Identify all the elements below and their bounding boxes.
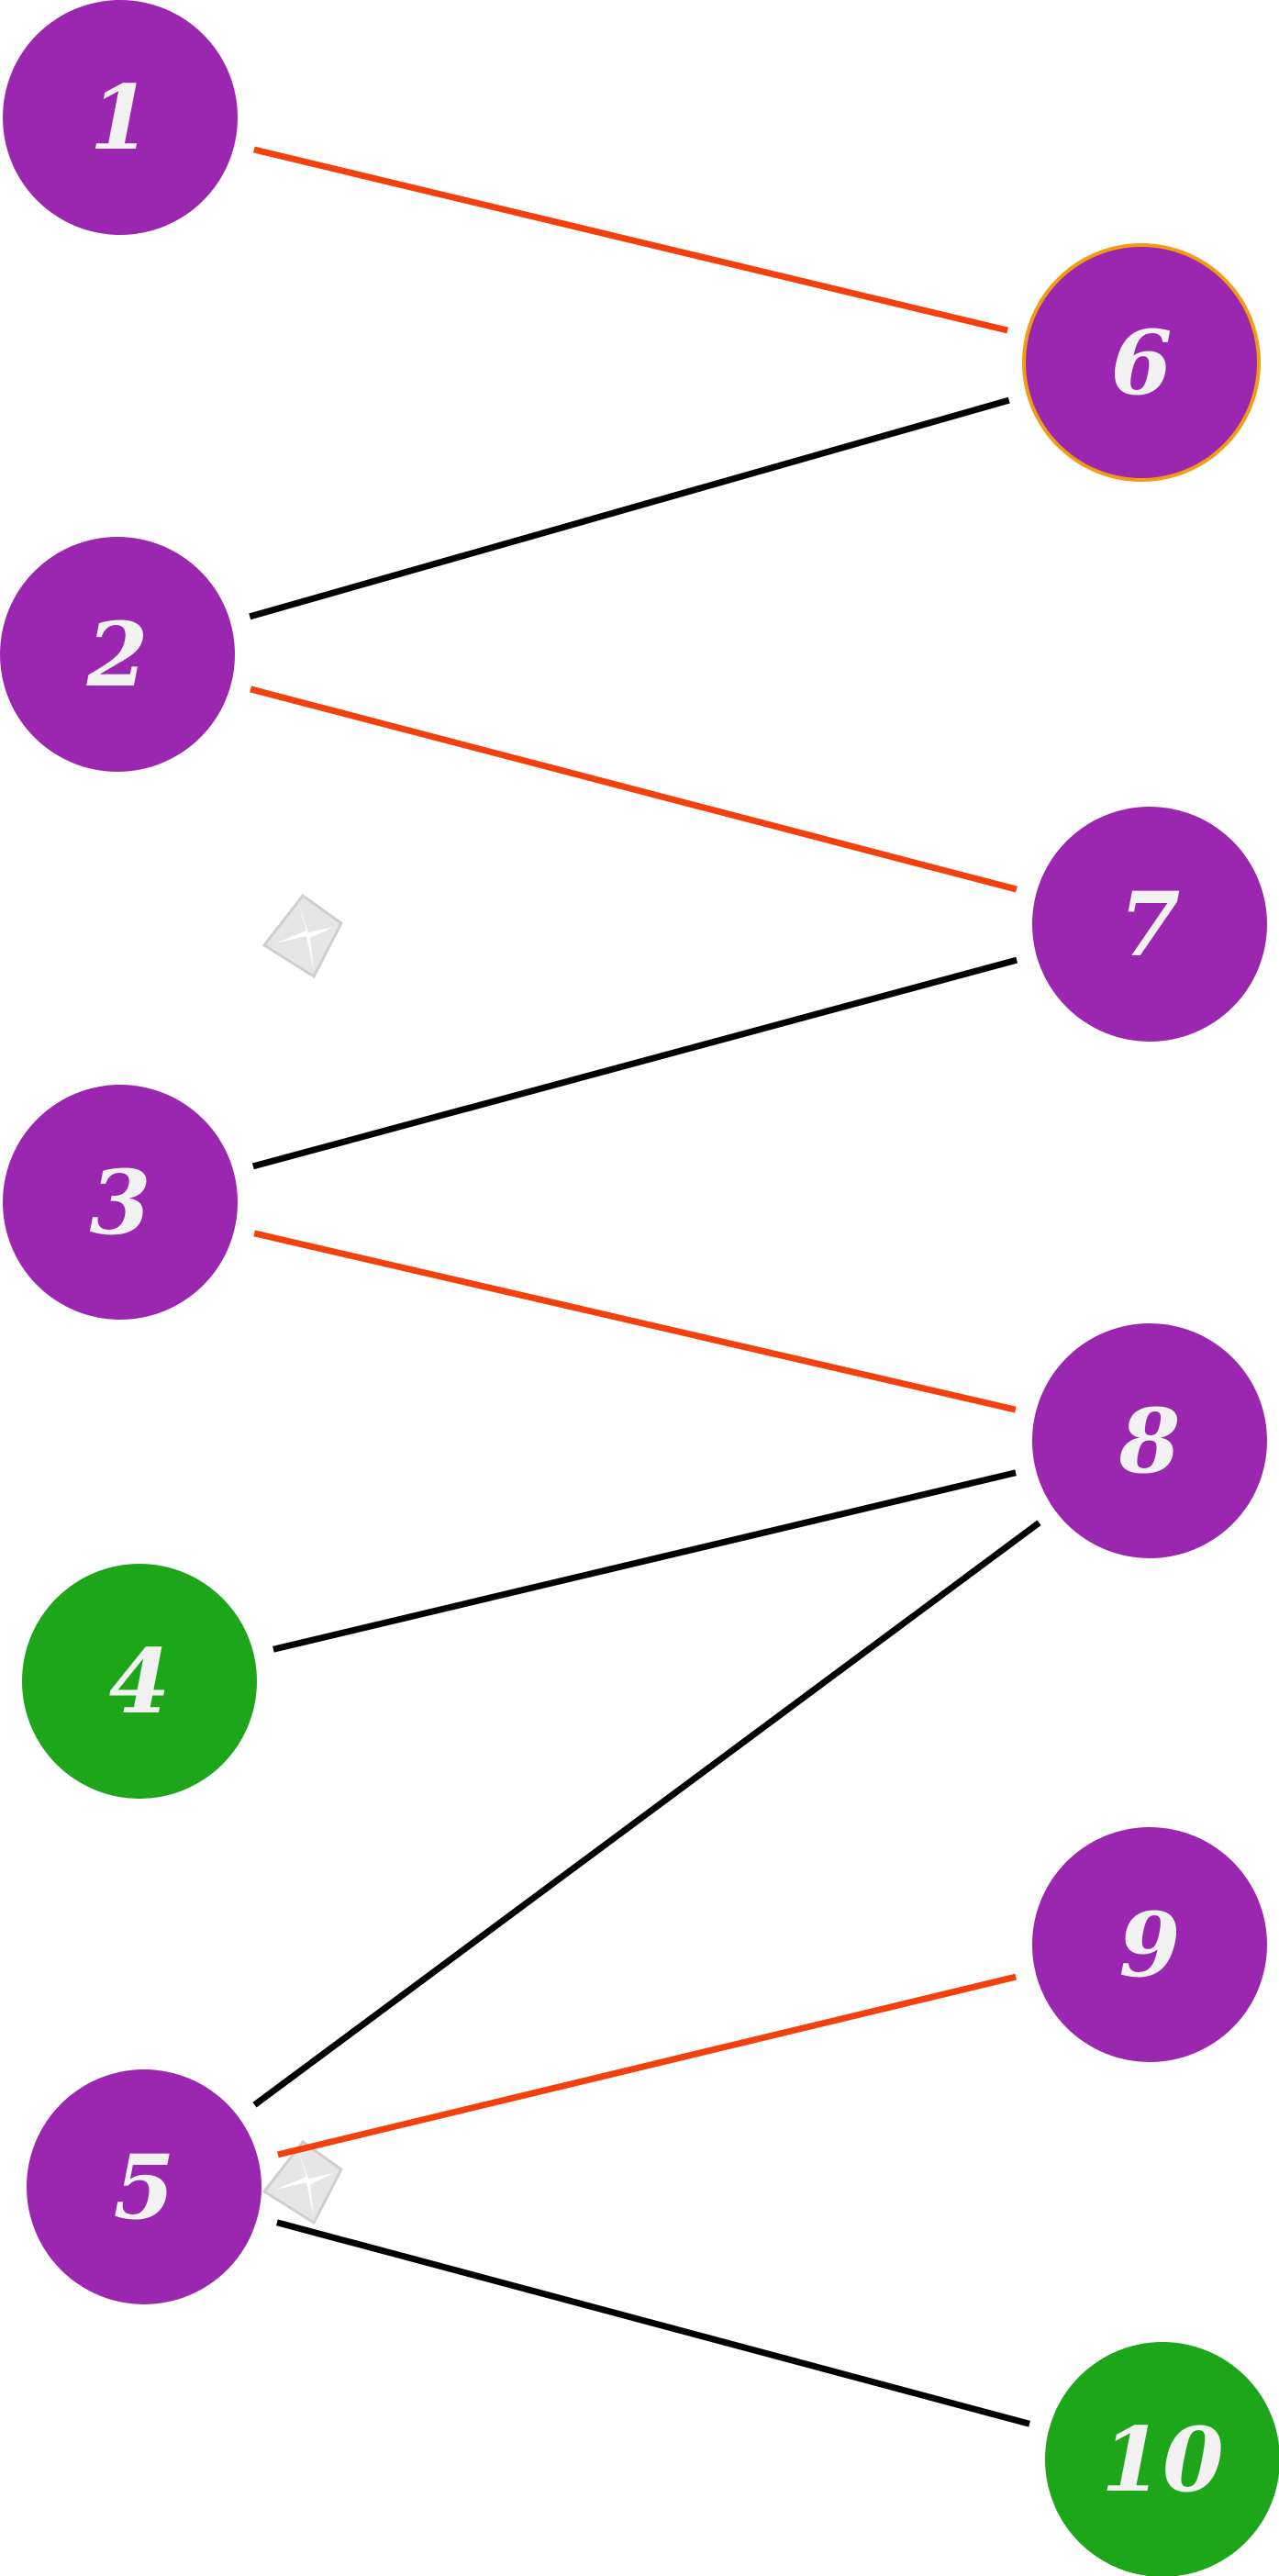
node-circle — [1032, 1323, 1267, 1558]
node-7: 7 — [1032, 807, 1267, 1042]
node-label: 5 — [114, 2136, 175, 2239]
node-label: 7 — [1119, 873, 1181, 976]
node-circle — [22, 1564, 257, 1799]
node-5: 5 — [27, 2069, 261, 2304]
node-label: 4 — [109, 1630, 171, 1734]
edge-n2-n6 — [249, 396, 1010, 620]
node-8: 8 — [1032, 1323, 1267, 1558]
node-3: 3 — [3, 1085, 238, 1320]
node-2: 2 — [0, 537, 235, 772]
edge-n3-n8 — [253, 1230, 1017, 1413]
node-label: 8 — [1118, 1389, 1181, 1493]
node-label: 9 — [1119, 1893, 1181, 1997]
node-10: 10 — [1045, 2342, 1279, 2576]
node-label: 10 — [1101, 2408, 1224, 2512]
edge-n4-n8 — [272, 1469, 1017, 1653]
edge-n3-n7 — [251, 956, 1018, 1170]
node-circle — [1022, 243, 1261, 482]
node-label: 2 — [86, 603, 149, 707]
node-circle — [3, 0, 238, 235]
node-circle — [1045, 2342, 1279, 2576]
node-6: 6 — [1022, 243, 1261, 482]
node-1: 1 — [3, 0, 238, 235]
edge-n2-n7 — [250, 686, 1018, 893]
edges-layer — [249, 146, 1041, 2427]
node-9: 9 — [1032, 1827, 1267, 2062]
node-label: 6 — [1111, 311, 1173, 415]
edge-n5-n9 — [277, 1973, 1017, 2158]
watermark-icon — [261, 2139, 343, 2225]
node-label: 3 — [90, 1151, 151, 1255]
edge-n1-n6 — [253, 146, 1008, 334]
edge-n5-n8 — [252, 1520, 1041, 2108]
node-circle — [27, 2069, 261, 2304]
node-circle — [3, 1085, 238, 1320]
watermark-icon — [261, 893, 343, 979]
node-circle — [0, 537, 235, 772]
node-circle — [1032, 1827, 1267, 2062]
edge-n5-n10 — [275, 2219, 1031, 2427]
node-4: 4 — [22, 1564, 257, 1799]
node-circle — [1032, 807, 1267, 1042]
node-label: 1 — [90, 66, 151, 170]
